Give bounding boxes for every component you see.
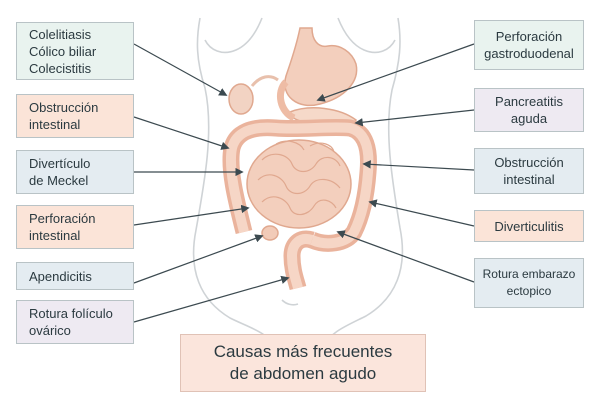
- label-line: Diverticulitis: [494, 218, 564, 234]
- arrow-obstruccion-left: [133, 116, 230, 150]
- label-line: Perforación: [495, 29, 563, 44]
- gallbladder: [228, 83, 254, 115]
- label-colelitiasis: Colelitiasis Cólico biliar Colecistitis: [16, 22, 134, 80]
- bile-duct: [250, 75, 279, 87]
- appendix: [261, 225, 279, 241]
- label-rotura-foliculo: Rotura folículo ovárico: [16, 300, 134, 344]
- label-pancreatitis-aguda: Pancreatitis aguda: [474, 88, 584, 132]
- label-line: ectopico: [506, 284, 552, 298]
- arrow-diverticulitis: [368, 199, 475, 227]
- label-line: Obstrucción: [494, 155, 564, 170]
- label-diverticulo-meckel: Divertículo de Meckel: [16, 150, 134, 194]
- label-line: Rotura embarazo: [482, 267, 576, 281]
- label-diverticulitis: Diverticulitis: [474, 210, 584, 242]
- label-perforacion-gastroduodenal: Perforación gastroduodenal: [474, 20, 584, 70]
- label-line: Colecistitis: [29, 60, 92, 76]
- label-line: gastroduodenal: [484, 46, 574, 61]
- duodenum: [276, 79, 296, 122]
- arrow-pancreatitis: [354, 109, 475, 127]
- arrow-foliculo: [133, 275, 290, 323]
- label-line: ovárico: [29, 323, 71, 338]
- stomach: [284, 27, 358, 107]
- label-line: Colelitiasis: [29, 26, 92, 42]
- arrow-obstruccion-right: [362, 160, 475, 171]
- label-line: Perforación: [29, 211, 96, 226]
- pointer-arrows: [133, 43, 475, 323]
- label-line: Cólico biliar: [29, 43, 97, 59]
- title-line-2: de abdomen agudo: [229, 364, 377, 383]
- arrow-perforacion-gastroduodenal: [316, 43, 475, 102]
- label-line: Rotura folículo: [29, 306, 113, 321]
- small-intestine: [246, 139, 352, 229]
- label-apendicitis: Apendicitis: [16, 262, 134, 290]
- label-obstruccion-intestinal-right: Obstrucción intestinal: [474, 148, 584, 194]
- diagram-title: Causas más frecuentes de abdomen agudo: [180, 334, 426, 392]
- label-rotura-embarazo-ectopico: Rotura embarazo ectopico: [474, 258, 584, 308]
- arrow-perforacion-intestinal: [133, 204, 250, 226]
- label-line: Pancreatitis: [495, 94, 563, 109]
- label-perforacion-intestinal: Perforación intestinal: [16, 205, 134, 249]
- label-line: Apendicitis: [29, 268, 92, 284]
- arrow-apendicitis: [133, 234, 264, 284]
- organs: [222, 27, 377, 291]
- arrow-colelitiasis: [133, 43, 228, 96]
- label-obstruccion-intestinal-left: Obstrucción intestinal: [16, 94, 134, 138]
- title-line-1: Causas más frecuentes: [213, 342, 393, 361]
- label-line: intestinal: [29, 228, 81, 243]
- label-line: de Meckel: [29, 173, 89, 188]
- label-line: intestinal: [29, 117, 81, 132]
- label-line: Divertículo: [29, 156, 91, 171]
- arrow-ectopico: [336, 230, 475, 283]
- label-line: aguda: [510, 111, 548, 126]
- label-line: intestinal: [503, 172, 555, 187]
- label-line: Obstrucción: [29, 100, 99, 115]
